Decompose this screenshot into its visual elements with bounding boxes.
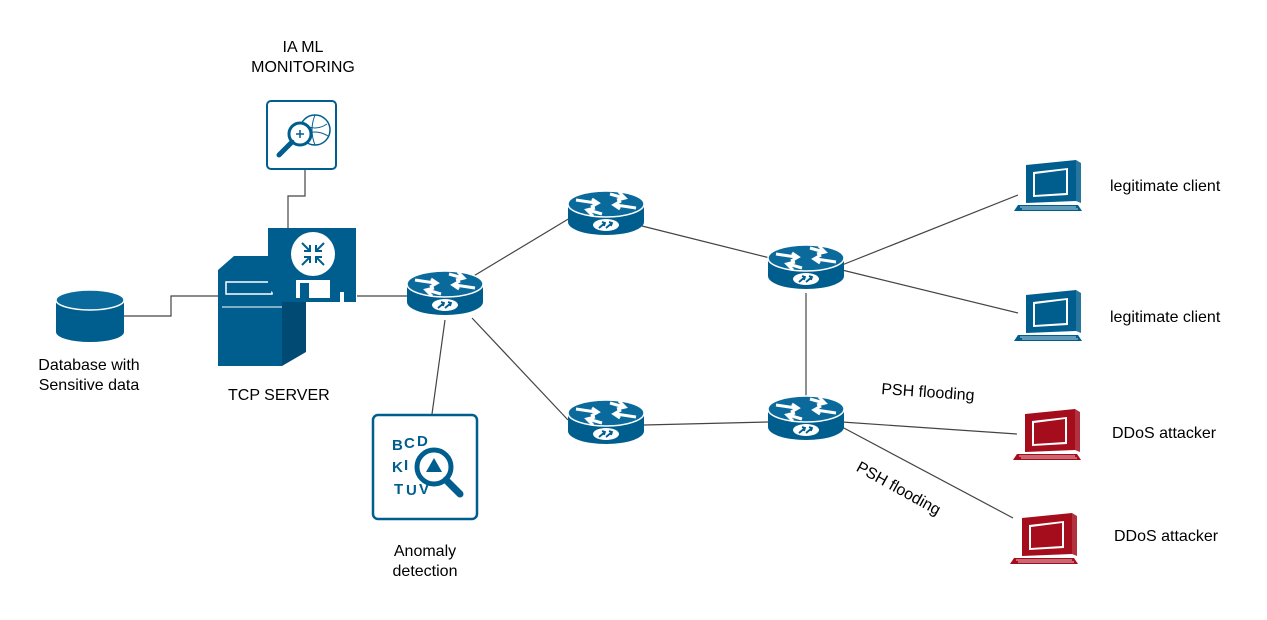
legitimate-client-label: legitimate client xyxy=(1110,178,1221,195)
svg-text:D: D xyxy=(417,433,428,450)
svg-text:B: B xyxy=(392,437,403,454)
link-top-right xyxy=(641,225,771,259)
svg-text:C: C xyxy=(404,435,415,452)
ddos-attacker-computer-icon xyxy=(1009,512,1079,565)
database-label: Database with Sensitive data xyxy=(38,357,140,394)
legitimate-client-computer-icon xyxy=(1013,159,1083,212)
database-icon xyxy=(55,289,125,342)
ia-ml-monitoring-label: IA ML MONITORING xyxy=(251,39,355,76)
link-bottom-right xyxy=(643,421,769,426)
link-router-anomaly xyxy=(431,319,446,415)
legitimate-client-computer-icon xyxy=(1013,289,1083,342)
ia-ml-monitoring-icon xyxy=(266,100,337,170)
link-monitoring-server xyxy=(287,170,306,228)
link-client1 xyxy=(841,194,1019,266)
link-client2 xyxy=(841,269,1019,314)
core-router-icon xyxy=(405,269,485,317)
ddos-attacker-computer-icon xyxy=(1012,408,1082,461)
svg-text:I: I xyxy=(404,457,408,474)
edge-router-bottom-icon xyxy=(766,394,846,442)
layer3-switch-icon xyxy=(268,228,356,302)
edge-router-top-icon xyxy=(766,243,846,291)
link-attacker2 xyxy=(841,426,1014,519)
ddos-attacker-label: DDoS attacker xyxy=(1114,528,1219,545)
link-attacker1 xyxy=(841,421,1018,435)
svg-text:V: V xyxy=(419,481,429,498)
link-router-router-bottom xyxy=(471,317,569,421)
ddos-attacker-label: DDoS attacker xyxy=(1112,425,1217,442)
anomaly-detection-label: Anomaly detection xyxy=(392,543,458,580)
link-router-router-top xyxy=(471,217,571,278)
svg-text:T: T xyxy=(394,481,403,498)
top-router-icon xyxy=(566,189,646,237)
bottom-router-icon xyxy=(566,398,646,446)
svg-text:U: U xyxy=(406,482,417,499)
link-database-server xyxy=(124,295,218,317)
tcp-server-label: TCP SERVER xyxy=(228,387,330,404)
legitimate-client-label: legitimate client xyxy=(1110,309,1221,326)
links xyxy=(124,170,1019,519)
svg-text:K: K xyxy=(392,459,403,476)
